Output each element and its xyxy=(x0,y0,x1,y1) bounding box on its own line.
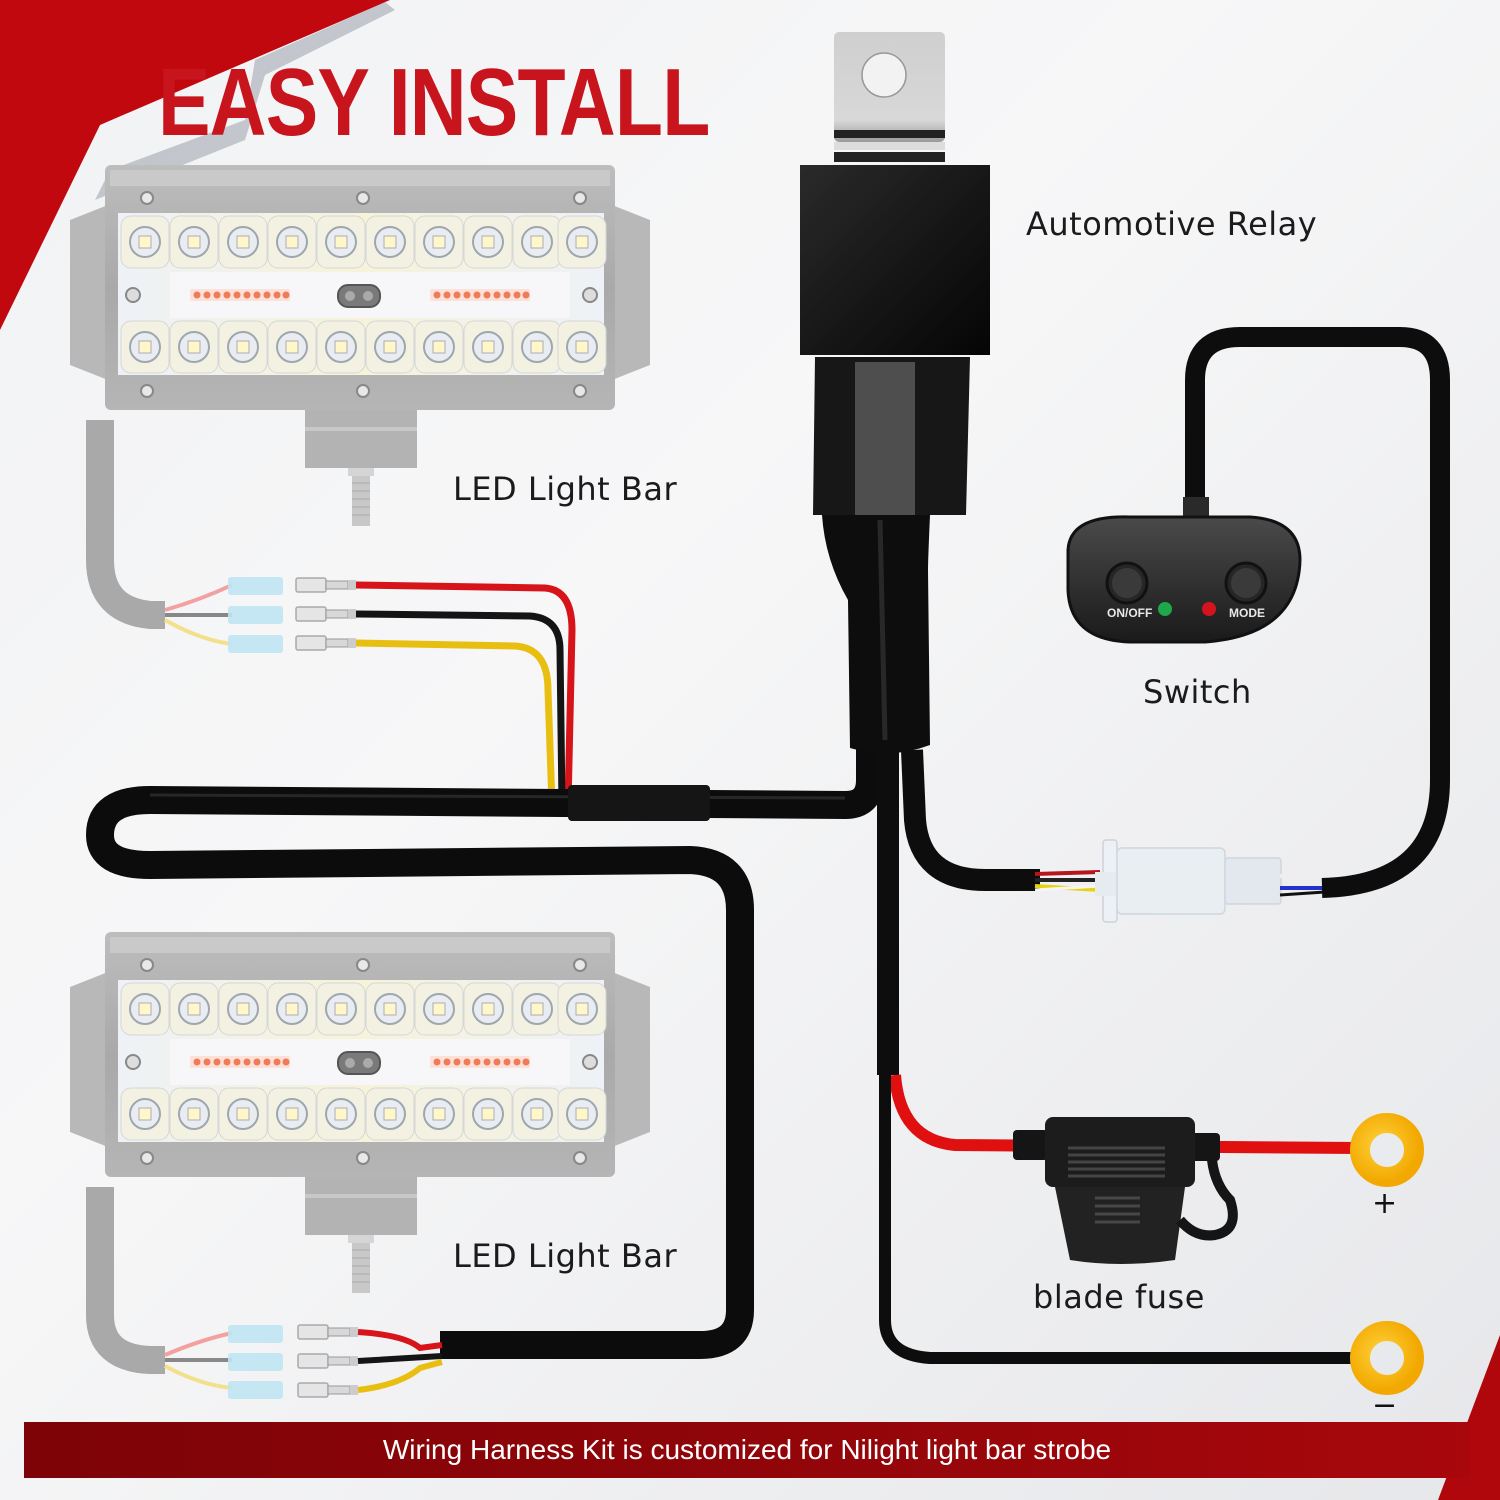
wire-yellow-top xyxy=(355,639,556,806)
switch-label: Switch xyxy=(1143,673,1252,711)
light-bar-top-label: LED Light Bar xyxy=(453,470,678,508)
harness-cable-light-bars xyxy=(86,710,884,1359)
switch-lead-cable xyxy=(901,749,1040,891)
page-title: EASY INSTALL xyxy=(158,49,710,156)
positive-ring-terminal xyxy=(1350,1113,1424,1187)
automotive-relay xyxy=(800,32,990,754)
power-wire-red xyxy=(889,1074,1361,1154)
spade-terminals-bottom xyxy=(297,1324,359,1398)
blue-connectors-bottom xyxy=(228,1325,283,1399)
footer-banner: Wiring Harness Kit is customized for Nil… xyxy=(24,1422,1470,1478)
connector-wires-right xyxy=(1279,874,1326,897)
relay-body xyxy=(800,165,990,355)
wire-black-bottom xyxy=(357,1353,443,1364)
on-off-label: ON/OFF xyxy=(1107,606,1153,620)
blade-fuse-holder xyxy=(1013,1117,1238,1264)
blue-connectors-top xyxy=(228,577,283,653)
corner-grey-stripe xyxy=(95,2,395,200)
heat-shrink-sleeve xyxy=(568,785,710,821)
footer-banner-text: Wiring Harness Kit is customized for Nil… xyxy=(382,1434,1112,1465)
positive-sign: + xyxy=(1372,1186,1398,1221)
wire-black-top xyxy=(355,610,566,806)
connector-wires-left xyxy=(1034,870,1101,892)
negative-ring-terminal xyxy=(1350,1321,1424,1395)
light-bar-bottom-label: LED Light Bar xyxy=(453,1237,678,1275)
corner-red-shape-top-left xyxy=(0,0,390,330)
green-indicator-led xyxy=(1158,602,1172,616)
relay-harness-boot xyxy=(822,515,930,754)
mode-label: MODE xyxy=(1229,606,1265,620)
switch-panel xyxy=(1066,515,1302,644)
wire-red-bottom xyxy=(357,1329,443,1352)
red-indicator-led xyxy=(1202,602,1216,616)
wire-yellow-bottom xyxy=(357,1359,443,1393)
negative-sign: − xyxy=(1372,1388,1398,1423)
mode-button[interactable] xyxy=(1224,561,1268,605)
fuse-label: blade fuse xyxy=(1033,1278,1205,1316)
on-off-button[interactable] xyxy=(1105,561,1149,605)
ground-wire-black xyxy=(879,1075,1360,1364)
switch-plug-connector xyxy=(1095,839,1282,923)
spade-terminals-top xyxy=(295,577,357,651)
wire-red-top xyxy=(355,581,576,806)
light-bar-cable-top xyxy=(86,420,165,629)
switch-cable xyxy=(1185,327,1450,898)
relay-label: Automotive Relay xyxy=(1026,205,1318,243)
light-bar-cable-bottom xyxy=(86,1187,165,1374)
